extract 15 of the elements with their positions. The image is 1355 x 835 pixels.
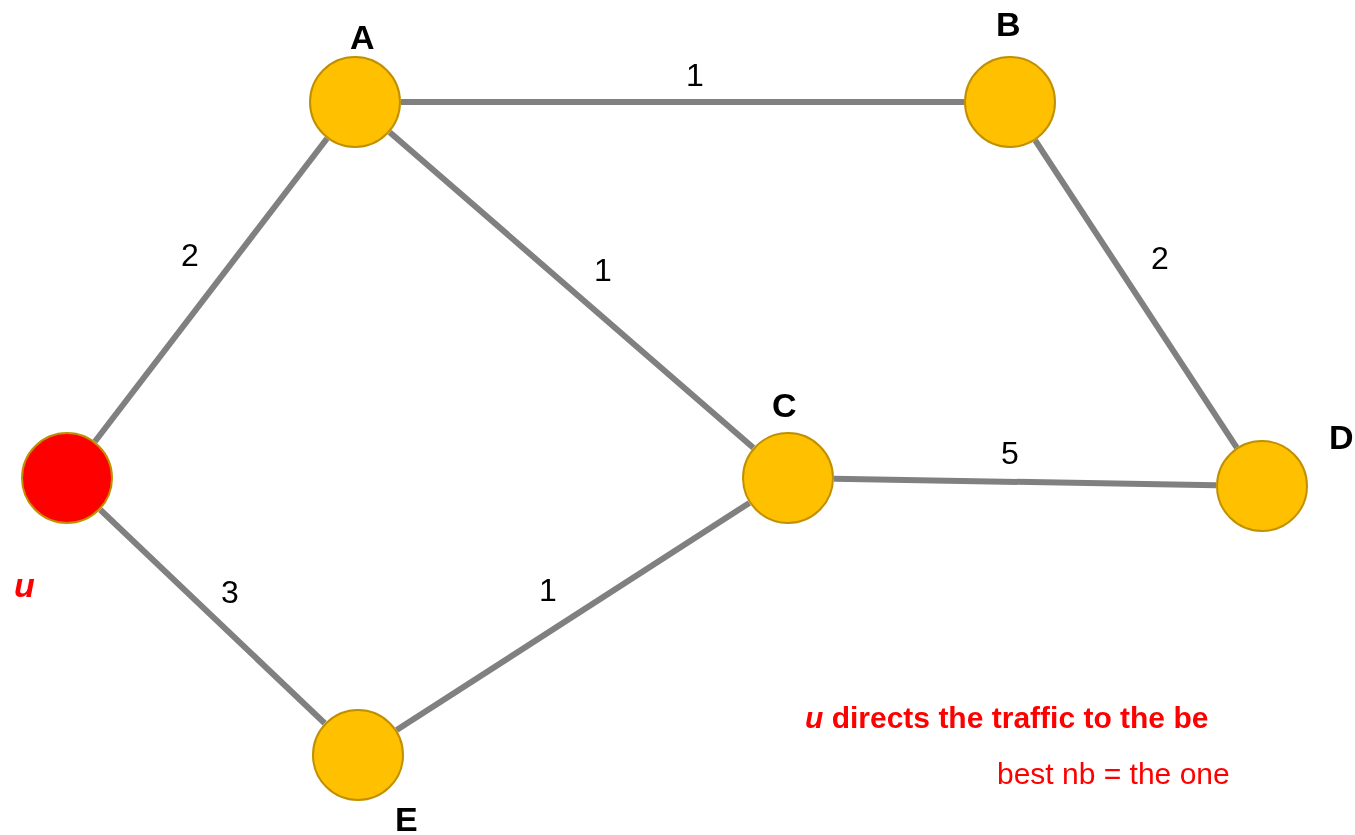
node-label: B [996,7,1021,41]
node-label: C [772,388,797,422]
node-label: E [395,802,418,835]
graph-edge [833,475,1217,489]
node-label: A [350,20,375,54]
node-label: D [1329,420,1354,454]
graph-edge [395,500,751,733]
graph-edge [1032,138,1240,450]
graph-edge [92,136,330,444]
note-text: u directs the traffic to the be [805,700,1209,736]
node-label: u [14,568,35,602]
graph-edge [98,507,327,726]
graph-edge [401,99,964,105]
note-text: best nb = the one [997,756,1230,792]
graph-edge [387,129,756,451]
